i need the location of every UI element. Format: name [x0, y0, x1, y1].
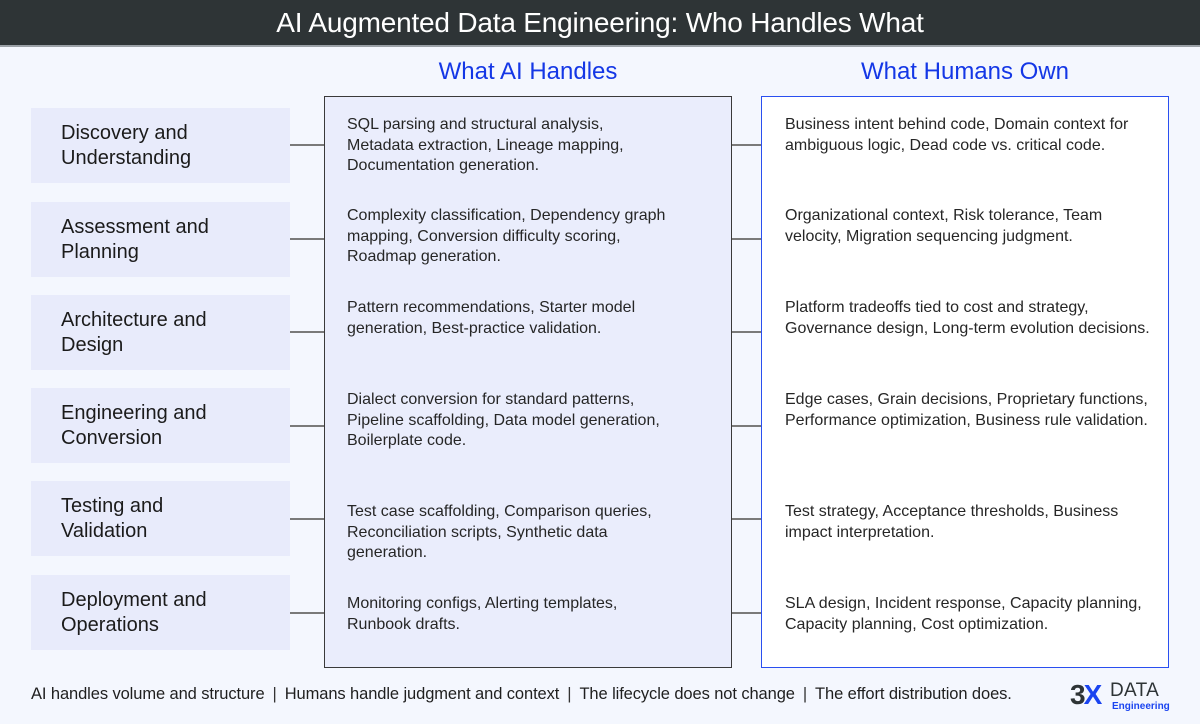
- connector-line: [731, 238, 761, 240]
- human-cell-deployment: SLA design, Incident response, Capacity …: [785, 595, 1142, 633]
- stage-architecture: Architecture and Design: [31, 295, 290, 370]
- footer-item: AI handles volume and structure: [31, 684, 265, 703]
- connector-line: [290, 612, 324, 614]
- ai-cell-testing: Test case scaffolding, Comparison querie…: [347, 503, 652, 561]
- footer-item: The lifecycle does not change: [579, 684, 795, 703]
- human-cell-discovery: Business intent behind code, Domain cont…: [785, 116, 1129, 154]
- ai-cell-assessment: Complexity classification, Dependency gr…: [347, 207, 666, 265]
- stage-label: Discovery and Understanding: [61, 121, 192, 169]
- footer-separator: |: [802, 684, 808, 703]
- footer-separator: |: [567, 684, 572, 703]
- connector-line: [731, 331, 761, 333]
- ai-cell-engineering: Dialect conversion for standard patterns…: [347, 391, 660, 449]
- human-cell-assessment: Organizational context, Risk tolerance, …: [785, 207, 1103, 245]
- ai-cell-discovery: SQL parsing and structural analysis, Met…: [347, 116, 624, 174]
- connector-line: [731, 612, 761, 614]
- logo-mark-3: 3: [1070, 679, 1086, 710]
- connector-line: [290, 144, 324, 146]
- stage-assessment: Assessment and Planning: [31, 202, 290, 277]
- logo-mark-icon: 3X: [1070, 679, 1103, 710]
- stage-testing: Testing and Validation: [31, 481, 290, 556]
- page-title: AI Augmented Data Engineering: Who Handl…: [276, 6, 924, 38]
- connector-line: [290, 238, 324, 240]
- ai-cell-deployment: Monitoring configs, Alerting templates, …: [347, 595, 618, 633]
- ai-cell-architecture: Pattern recommendations, Starter model g…: [347, 299, 636, 337]
- footer-item: The effort distribution does.: [815, 684, 1012, 703]
- connector-line: [731, 518, 761, 520]
- human-cell-architecture: Platform tradeoffs tied to cost and stra…: [785, 299, 1150, 337]
- humans-own-panel: Business intent behind code, Domain cont…: [761, 96, 1169, 668]
- stage-label: Assessment and Planning: [61, 215, 209, 263]
- stage-label: Deployment and Operations: [61, 588, 207, 636]
- connector-line: [290, 425, 324, 427]
- connector-line: [290, 518, 324, 520]
- footer-separator: |: [272, 684, 277, 703]
- human-cell-engineering: Edge cases, Grain decisions, Proprietary…: [785, 391, 1148, 429]
- footer-summary: AI handles volume and structure | Humans…: [31, 683, 1012, 705]
- footer-item: Humans handle judgment and context: [284, 684, 560, 703]
- stage-engineering: Engineering and Conversion: [31, 388, 290, 463]
- logo-mark-x: X: [1083, 679, 1103, 710]
- connector-line: [290, 331, 324, 333]
- stage-label: Architecture and Design: [61, 308, 207, 356]
- title-bar: AI Augmented Data Engineering: Who Handl…: [0, 0, 1200, 47]
- human-cell-testing: Test strategy, Acceptance thresholds, Bu…: [785, 503, 1119, 541]
- stage-discovery: Discovery and Understanding: [31, 108, 290, 183]
- human-column-heading: What Humans Own: [860, 58, 1070, 85]
- ai-handles-panel: SQL parsing and structural analysis, Met…: [324, 96, 732, 668]
- stage-deployment: Deployment and Operations: [31, 575, 290, 650]
- 3x-data-engineering-logo: 3X DATA Engineering: [1070, 679, 1170, 713]
- stage-label: Testing and Validation: [61, 494, 164, 542]
- connector-line: [731, 144, 761, 146]
- stage-label: Engineering and Conversion: [61, 401, 207, 449]
- ai-column-heading: What AI Handles: [438, 58, 618, 85]
- logo-wordmark: DATA: [1110, 680, 1160, 701]
- logo-subtitle: Engineering: [1112, 701, 1170, 712]
- connector-line: [731, 425, 761, 427]
